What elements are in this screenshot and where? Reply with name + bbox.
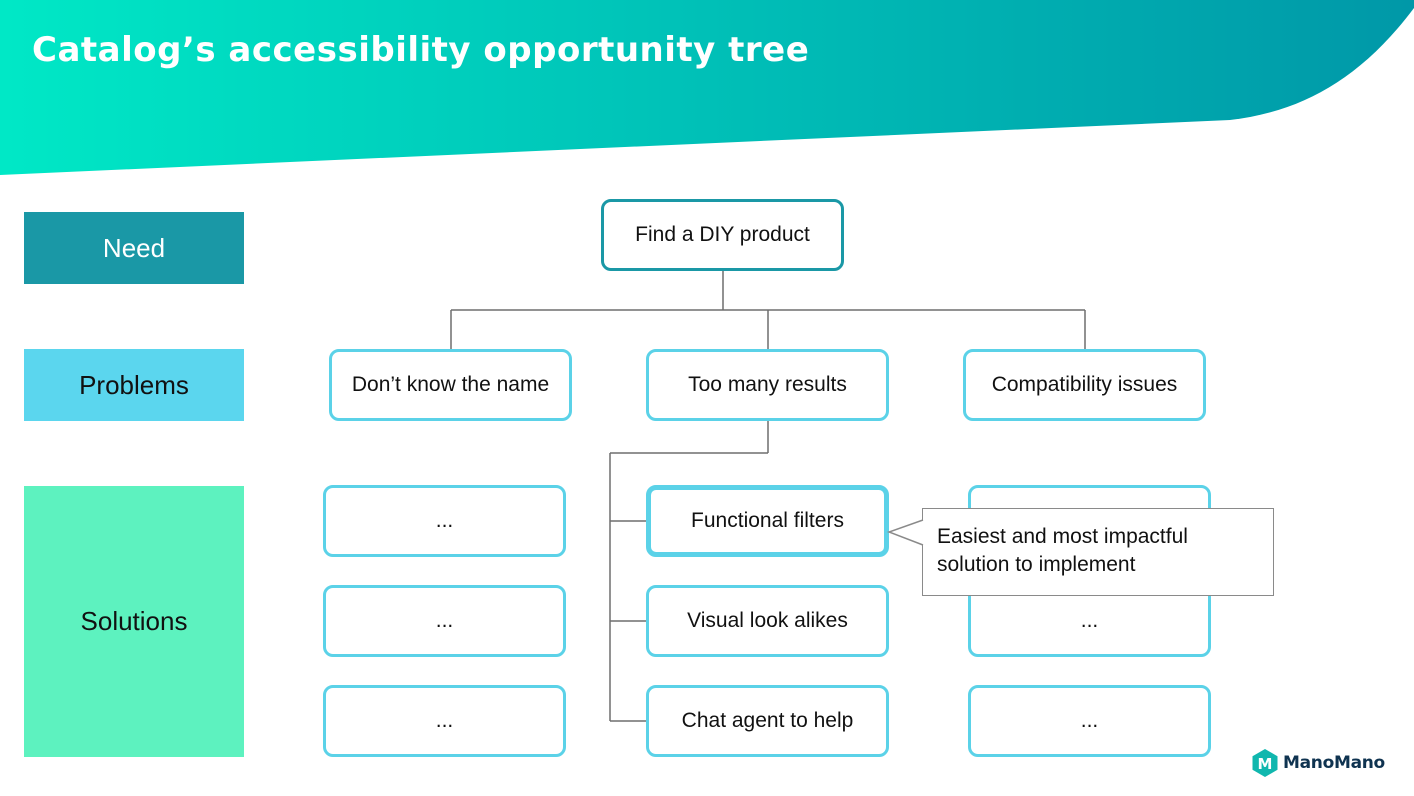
logo-mark-icon: M: [1252, 749, 1278, 777]
svg-text:M: M: [1258, 755, 1273, 773]
callout-box: Easiest and most impactful solution to i…: [922, 508, 1274, 596]
problem-node: Compatibility issues: [963, 349, 1206, 421]
need-node: Find a DIY product: [601, 199, 844, 271]
solution-node: Visual look alikes: [646, 585, 889, 657]
row-label-problems: Problems: [24, 349, 244, 421]
manomano-logo: M ManoMano: [1250, 748, 1385, 778]
row-label-need: Need: [24, 212, 244, 284]
solution-node: ...: [323, 585, 566, 657]
problem-node: Too many results: [646, 349, 889, 421]
page-title: Catalog’s accessibility opportunity tree: [32, 30, 810, 70]
row-label-solutions: Solutions: [24, 486, 244, 757]
solution-node-highlighted: Functional filters: [646, 485, 889, 557]
solution-node: Chat agent to help: [646, 685, 889, 757]
logo-text: ManoMano: [1283, 753, 1385, 773]
problem-node: Don’t know the name: [329, 349, 572, 421]
solution-node: ...: [968, 685, 1211, 757]
solution-node: ...: [323, 685, 566, 757]
solution-node: ...: [323, 485, 566, 557]
header-banner: [0, 0, 1414, 175]
